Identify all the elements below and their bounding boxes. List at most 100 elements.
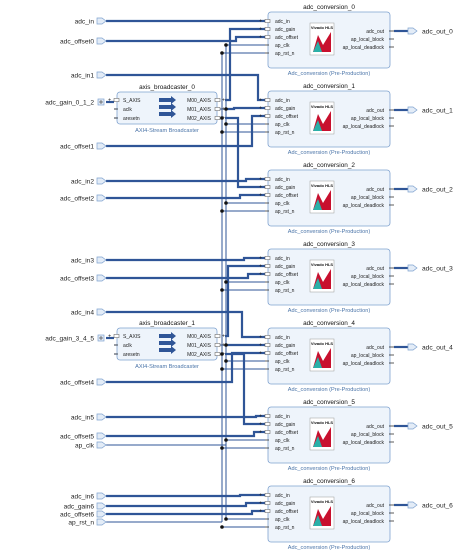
pin-label: ap_local_deadlock bbox=[343, 282, 385, 288]
input-port[interactable]: adc_in1 bbox=[71, 71, 107, 79]
block-subtitle: Adc_conversion (Pre-Production) bbox=[288, 545, 371, 551]
input-port[interactable]: adc_offset6 bbox=[60, 510, 107, 518]
input-port-label: adc_gain6 bbox=[64, 503, 95, 510]
input-port-arrow[interactable] bbox=[96, 432, 107, 440]
output-port[interactable]: adc_out_0 bbox=[407, 27, 453, 35]
input-port-arrow[interactable] bbox=[96, 194, 107, 202]
input-port-arrow[interactable] bbox=[96, 518, 107, 526]
pin-label: ap_clk bbox=[275, 438, 290, 444]
net-junction bbox=[220, 525, 224, 529]
adc-conversion-block[interactable]: adc_conversion_3+adc_in+adc_gain+adc_off… bbox=[259, 241, 394, 314]
output-port-arrow[interactable] bbox=[407, 185, 418, 193]
output-port-arrow[interactable] bbox=[407, 422, 418, 430]
expand-plus-icon: + bbox=[259, 19, 262, 25]
hls-logo-icon: Vivado HLS bbox=[309, 259, 335, 293]
input-port-arrow[interactable] bbox=[96, 413, 107, 421]
output-port-label: adc_out_0 bbox=[422, 28, 453, 35]
net-wire bbox=[225, 352, 265, 426]
input-port[interactable]: adc_gain_0_1_2 bbox=[45, 98, 105, 106]
net-junction bbox=[220, 51, 224, 55]
blocks-layer: adc_conversion_0+adc_in+adc_gain+adc_off… bbox=[108, 4, 394, 551]
input-port-arrow[interactable] bbox=[96, 256, 107, 264]
net-junction bbox=[220, 288, 224, 292]
net-wire bbox=[106, 272, 265, 280]
adc-conversion-block[interactable]: adc_conversion_1+adc_in+adc_gain+adc_off… bbox=[259, 83, 394, 156]
hls-logo-accent bbox=[313, 515, 322, 526]
pin-label: adc_offset bbox=[275, 114, 299, 120]
net-wire bbox=[106, 177, 265, 183]
output-port-arrow[interactable] bbox=[407, 501, 418, 509]
hls-logo-accent bbox=[313, 41, 322, 52]
adc-conversion-block[interactable]: adc_conversion_6+adc_in+adc_gain+adc_off… bbox=[259, 478, 394, 551]
net-wire bbox=[106, 430, 265, 438]
input-port-arrow[interactable] bbox=[96, 274, 107, 282]
input-port-arrow[interactable] bbox=[96, 378, 107, 386]
output-port-arrow[interactable] bbox=[407, 264, 418, 272]
pin-label: ap_rst_n bbox=[275, 446, 295, 452]
input-port-arrow[interactable] bbox=[96, 502, 107, 510]
expand-plus-icon: + bbox=[259, 264, 262, 270]
input-port[interactable]: adc_offset0 bbox=[60, 37, 107, 45]
input-port-arrow[interactable] bbox=[96, 492, 107, 500]
output-port-arrow[interactable] bbox=[407, 106, 418, 114]
input-port-arrow[interactable] bbox=[96, 510, 107, 518]
pin-label: adc_offset bbox=[275, 272, 299, 278]
pin-label: ap_rst_n bbox=[275, 209, 295, 215]
net-wire bbox=[225, 106, 265, 111]
input-port[interactable]: adc_in bbox=[75, 17, 107, 25]
input-port[interactable]: adc_offset2 bbox=[60, 194, 107, 202]
input-port[interactable]: adc_offset1 bbox=[60, 142, 107, 150]
pin-label: adc_in bbox=[275, 335, 290, 341]
net-junction bbox=[224, 359, 228, 363]
input-port[interactable]: adc_offset4 bbox=[60, 378, 107, 386]
axis-broadcaster-block[interactable]: axis_broadcaster_1+S_AXISaclkaresetnM00_… bbox=[108, 320, 225, 370]
net-junction bbox=[224, 107, 228, 111]
output-port[interactable]: adc_out_2 bbox=[407, 185, 453, 193]
output-port[interactable]: adc_out_1 bbox=[407, 106, 453, 114]
output-port[interactable]: adc_out_6 bbox=[407, 501, 453, 509]
net-junction bbox=[224, 43, 228, 47]
output-port-arrow[interactable] bbox=[407, 27, 418, 35]
input-port[interactable]: adc_gain6 bbox=[64, 502, 107, 510]
adc-conversion-block[interactable]: adc_conversion_2+adc_in+adc_gain+adc_off… bbox=[259, 162, 394, 235]
input-port[interactable]: adc_in5 bbox=[71, 413, 107, 421]
external-ports-layer: adc_in adc_offset0 adc_in1 adc_gain_0_1_2ad… bbox=[45, 17, 107, 526]
input-port[interactable]: adc_in3 bbox=[71, 256, 107, 264]
input-port[interactable]: adc_offset3 bbox=[60, 274, 107, 282]
pin-label: adc_offset bbox=[275, 193, 299, 199]
input-port-arrow[interactable] bbox=[96, 71, 107, 79]
output-port-label: adc_out_2 bbox=[422, 186, 453, 193]
output-port-label: adc_out_1 bbox=[422, 107, 453, 114]
output-port-arrow[interactable] bbox=[407, 343, 418, 351]
axis-broadcaster-block[interactable]: axis_broadcaster_0+S_AXISaclkaresetnM00_… bbox=[108, 84, 225, 134]
input-port-arrow[interactable] bbox=[96, 37, 107, 45]
input-port[interactable]: adc_gain_3_4_5 bbox=[45, 334, 105, 342]
input-port-arrow[interactable] bbox=[96, 308, 107, 316]
net-junction bbox=[224, 122, 228, 126]
stream-arrow bbox=[159, 103, 176, 111]
adc-conversion-block[interactable]: adc_conversion_5+adc_in+adc_gain+adc_off… bbox=[259, 399, 394, 472]
expand-plus-icon: + bbox=[259, 193, 262, 199]
input-port-arrow[interactable] bbox=[96, 17, 107, 25]
input-port[interactable]: ap_clk bbox=[75, 441, 107, 449]
input-port-arrow[interactable] bbox=[96, 177, 107, 185]
input-port-arrow[interactable] bbox=[96, 142, 107, 150]
bus-pin-marker bbox=[264, 272, 271, 276]
output-port[interactable]: adc_out_5 bbox=[407, 422, 453, 430]
adc-conversion-block[interactable]: adc_conversion_0+adc_in+adc_gain+adc_off… bbox=[259, 4, 394, 77]
input-port-arrow[interactable] bbox=[96, 441, 107, 449]
input-port[interactable]: adc_in4 bbox=[71, 308, 107, 316]
hls-logo-text: Vivado HLS bbox=[311, 341, 333, 346]
output-port[interactable]: adc_out_3 bbox=[407, 264, 453, 272]
output-port[interactable]: adc_out_4 bbox=[407, 343, 453, 351]
net-junction bbox=[220, 352, 224, 356]
input-port[interactable]: adc_offset5 bbox=[60, 432, 107, 440]
input-port[interactable]: adc_in6 bbox=[71, 492, 107, 500]
adc-conversion-block[interactable]: adc_conversion_4+adc_in+adc_gain+adc_off… bbox=[259, 320, 394, 393]
input-port[interactable]: ap_rst_n bbox=[68, 518, 107, 526]
output-ports-layer: adc_out_0 adc_out_1 adc_out_2 adc_out_3 adc_… bbox=[407, 27, 453, 509]
stream-arrow bbox=[159, 332, 176, 340]
pin-label: M02_AXIS bbox=[187, 116, 212, 122]
input-port[interactable]: adc_in2 bbox=[71, 177, 107, 185]
